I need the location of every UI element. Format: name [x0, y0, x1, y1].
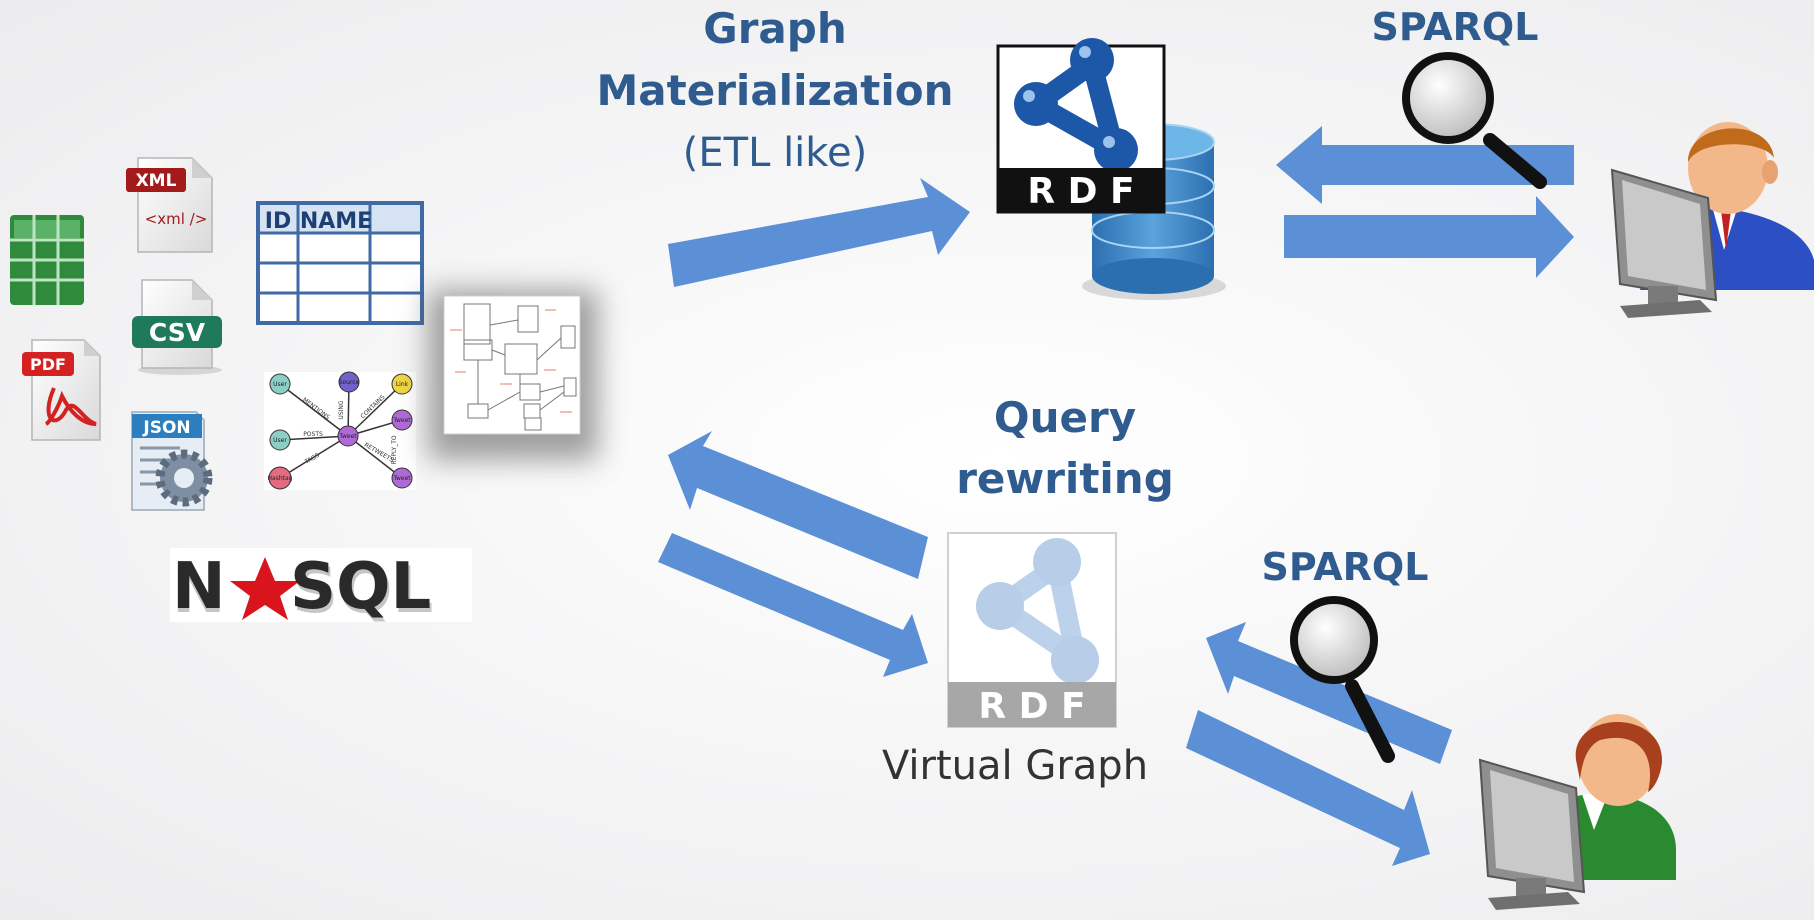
node-label: Tweet — [338, 433, 357, 440]
edge-label: REPLY_TO — [391, 435, 398, 464]
edge-label: USING — [338, 400, 345, 419]
graph-icon: MENTIONS USING CONTAINS POSTS TAGS RETWE… — [264, 371, 416, 490]
table-icon: ID NAME — [256, 201, 424, 325]
edge-label: POSTS — [303, 431, 323, 438]
magnifier-icon — [1290, 596, 1395, 763]
virtual-graph-label: Virtual Graph — [881, 743, 1149, 789]
rdf-logo-text: R D F — [1027, 171, 1134, 212]
sparql-label-top: SPARQL — [1371, 5, 1539, 49]
virtual-rdf-logo: R D F — [947, 532, 1117, 728]
sparql-label-bottom: SPARQL — [1261, 545, 1429, 589]
pdf-file-icon: PDF — [22, 339, 101, 441]
table-header-id: ID — [265, 209, 291, 234]
xml-tag-text: <xml /> — [145, 210, 208, 228]
node-label: Source — [339, 379, 360, 386]
csv-file-icon: CSV — [132, 279, 222, 375]
materialization-title-line2: Materialization — [596, 66, 954, 115]
rewriting-title-line2: rewriting — [956, 454, 1174, 503]
node-label: Tweet — [392, 475, 411, 482]
sparql-query-arrow-bottom — [1206, 622, 1452, 764]
pdf-badge-text: PDF — [30, 355, 66, 374]
rewrite-result-arrow — [658, 533, 928, 677]
rewriting-title-line1: Query — [993, 393, 1137, 442]
rdf-logo: R D F — [996, 38, 1166, 214]
xml-badge-text: XML — [136, 171, 177, 191]
virtual-rdf-logo-text: R D F — [978, 686, 1085, 727]
svg-text:SQL: SQL — [290, 550, 431, 624]
sparql-result-arrow-bottom — [1186, 710, 1430, 866]
svg-text:N: N — [172, 554, 226, 628]
table-header-name: NAME — [300, 209, 372, 234]
gear-icon — [155, 449, 213, 507]
node-label: Hashtag — [268, 475, 293, 482]
json-badge-text: JSON — [142, 418, 190, 438]
user-computer-icon — [1478, 714, 1676, 910]
spreadsheet-icon — [10, 215, 84, 305]
etl-arrow — [668, 178, 970, 287]
materialization-subtitle: (ETL like) — [682, 130, 868, 176]
rewrite-query-arrow — [668, 431, 928, 579]
svg-text:SQL: SQL — [292, 554, 433, 628]
node-label: User — [273, 381, 287, 388]
node-label: Tweet — [392, 417, 411, 424]
materialization-title-line1: Graph — [703, 4, 847, 53]
csv-badge-text: CSV — [149, 318, 206, 347]
svg-text:N: N — [172, 550, 226, 624]
json-file-icon: JSON — [131, 411, 213, 511]
sparql-result-arrow-top — [1284, 196, 1574, 278]
user-computer-icon — [1610, 122, 1814, 318]
node-label: User — [273, 437, 287, 444]
nosql-logo: N N SQL SQL — [170, 548, 472, 628]
node-label: Link — [396, 381, 409, 388]
magnifier-icon — [1402, 52, 1547, 189]
er-diagram-icon — [428, 290, 598, 460]
xml-file-icon: XML <xml /> — [126, 157, 213, 253]
